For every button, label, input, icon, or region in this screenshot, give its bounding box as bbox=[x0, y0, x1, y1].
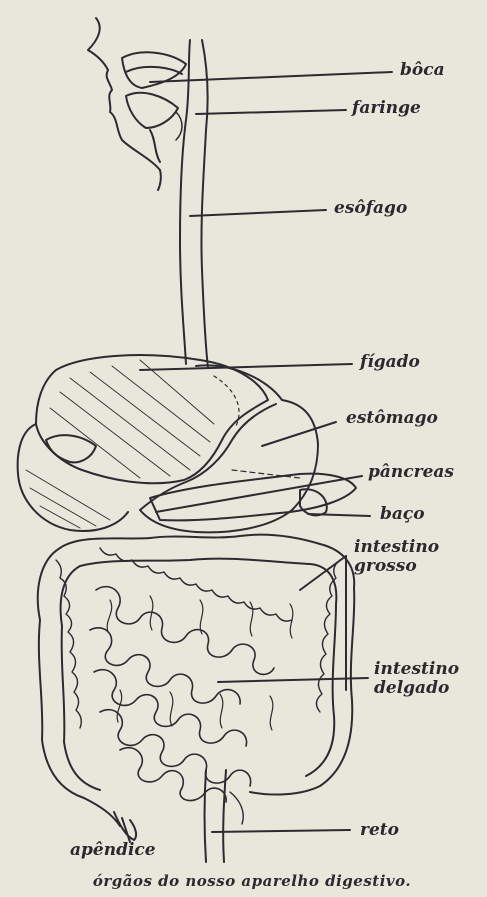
label-estomago: estômago bbox=[346, 410, 438, 427]
label-baco: baço bbox=[380, 506, 425, 523]
label-esofago: esôfago bbox=[334, 200, 407, 217]
head-outline bbox=[88, 18, 186, 190]
label-apendice: apêndice bbox=[70, 842, 156, 859]
label-faringe: faringe bbox=[352, 100, 421, 117]
stomach-outline bbox=[140, 365, 318, 532]
label-pancreas: pâncreas bbox=[368, 464, 454, 481]
label-boca: bôca bbox=[400, 62, 445, 79]
esophagus-outline bbox=[180, 40, 208, 368]
label-reto: reto bbox=[360, 822, 399, 839]
figure-caption: órgãos do nosso aparelho digestivo. bbox=[32, 872, 472, 890]
rectum-outline bbox=[205, 770, 244, 862]
label-figado: fígado bbox=[360, 354, 420, 371]
label-intestino-delgado: intestino delgado bbox=[374, 660, 459, 698]
small-intestine-outline bbox=[90, 587, 293, 802]
label-intestino-grosso: intestino grosso bbox=[354, 538, 439, 576]
